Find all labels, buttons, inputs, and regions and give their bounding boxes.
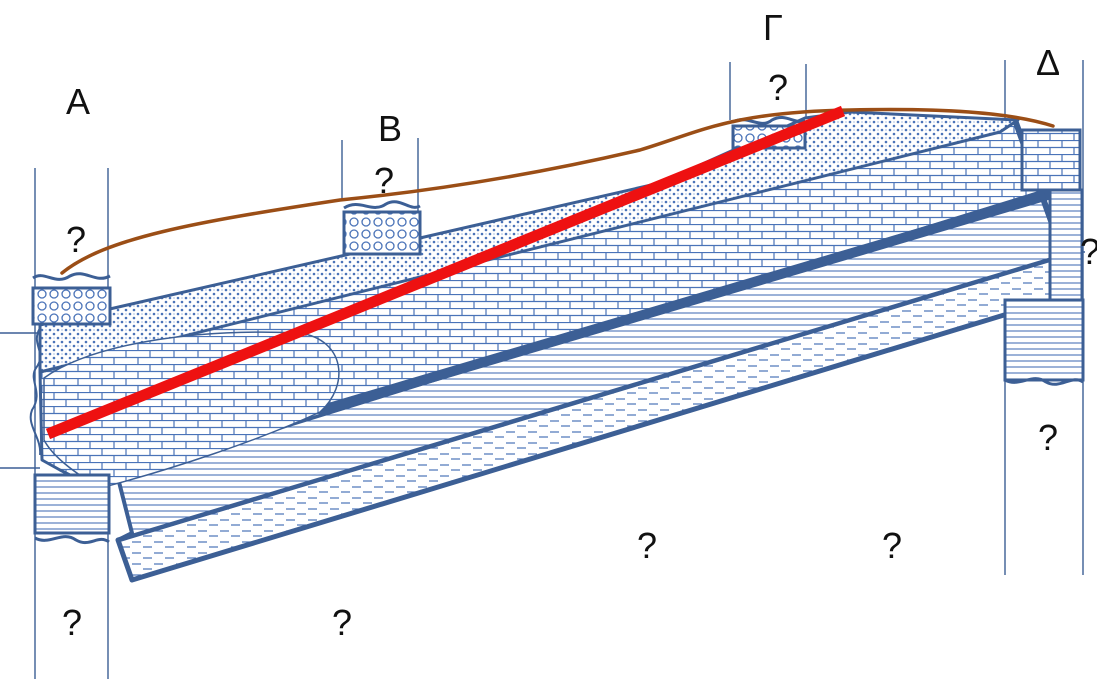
borehole-label-d: Δ <box>1036 42 1061 83</box>
unknown-mark: ? <box>374 160 395 201</box>
unknown-mark: ? <box>62 602 83 643</box>
borehole-a-bottom-wave <box>34 535 110 545</box>
borehole-d-wave <box>1004 377 1084 386</box>
left-wavy-edge <box>29 327 42 456</box>
unknown-mark: ? <box>882 525 903 566</box>
borehole-a-bottom-block <box>33 473 111 535</box>
borehole-a-top-wave <box>32 272 111 281</box>
ground-surface-line <box>60 107 1055 275</box>
unknown-mark: ? <box>66 219 87 260</box>
borehole-d-upper-block <box>1020 128 1082 192</box>
red-bedding-line <box>45 105 846 440</box>
borehole-d-middle-block <box>1048 188 1084 302</box>
contact-line <box>317 190 1053 415</box>
borehole-d-lower-block <box>1003 298 1085 382</box>
borehole-b-wave <box>343 200 421 210</box>
borehole-a-top-block <box>31 286 112 326</box>
unknown-mark: ? <box>768 67 789 108</box>
borehole-label-g: Γ <box>763 7 783 48</box>
borehole-label-a: A <box>66 81 91 122</box>
unknown-mark: ? <box>1080 234 1097 270</box>
unknown-mark: ? <box>1038 417 1059 458</box>
borehole-b-block <box>342 210 422 256</box>
unknown-mark: ? <box>637 525 658 566</box>
unknown-mark: ? <box>332 602 353 643</box>
borehole-label-b: B <box>378 108 403 149</box>
